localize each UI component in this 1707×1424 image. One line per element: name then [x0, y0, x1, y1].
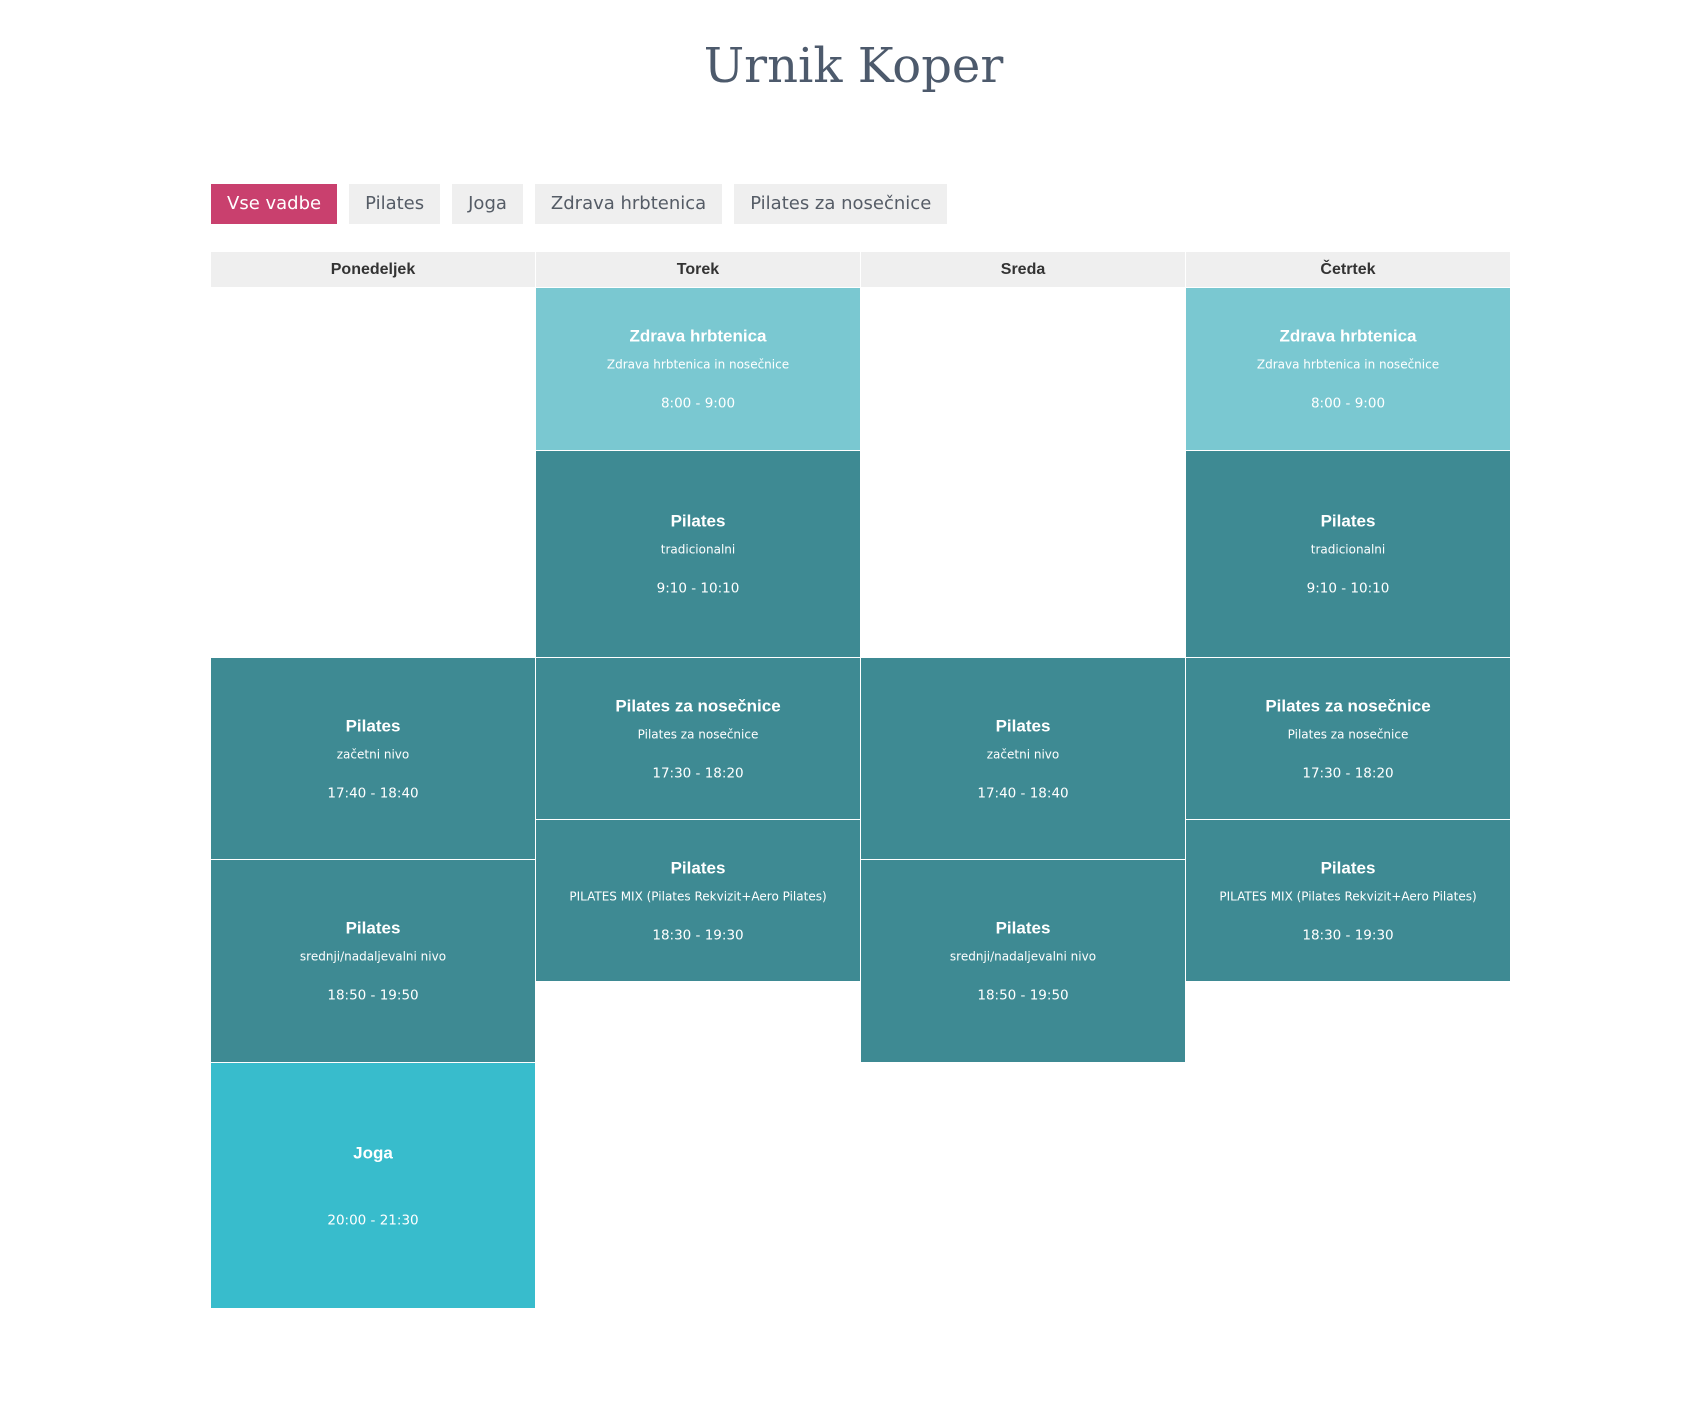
event-title: Pilates	[345, 918, 401, 938]
event-time: 18:30 - 19:30	[652, 927, 744, 943]
event-block[interactable]: Pilates PILATES MIX (Pilates Rekvizit+Ae…	[536, 820, 860, 981]
event-title: Pilates	[1320, 511, 1376, 531]
event-subtitle: srednji/nadaljevalni nivo	[299, 949, 447, 964]
event-block[interactable]: Pilates PILATES MIX (Pilates Rekvizit+Ae…	[1186, 820, 1510, 981]
page-title: Urnik Koper	[703, 38, 1004, 94]
event-subtitle	[211, 1173, 535, 1189]
day-header-cetrtek: Četrtek	[1186, 252, 1510, 287]
event-block[interactable]: Pilates srednji/nadaljevalni nivo 18:50 …	[211, 860, 535, 1062]
event-block[interactable]: Pilates tradicionalni 9:10 - 10:10	[1186, 451, 1510, 657]
event-block[interactable]: Zdrava hrbtenica Zdrava hrbtenica in nos…	[536, 288, 860, 450]
event-block[interactable]: Pilates za nosečnice Pilates za nosečnic…	[536, 658, 860, 819]
event-time: 18:30 - 19:30	[1302, 927, 1394, 943]
event-subtitle: Zdrava hrbtenica in nosečnice	[1256, 357, 1440, 372]
filter-all[interactable]: Vse vadbe	[211, 184, 338, 224]
event-title: Pilates	[1320, 858, 1376, 877]
event-title: Pilates	[670, 858, 726, 877]
event-subtitle: srednji/nadaljevalni nivo	[949, 949, 1097, 964]
event-time: 18:50 - 19:50	[327, 987, 419, 1004]
event-title: Joga	[353, 1143, 393, 1162]
event-subtitle: tradicionalni	[660, 542, 736, 557]
day-header-sreda: Sreda	[861, 252, 1185, 287]
event-block[interactable]: Pilates za nosečnice Pilates za nosečnic…	[1186, 658, 1510, 819]
filter-pilates-za-nosecnice[interactable]: Pilates za nosečnice	[734, 184, 948, 224]
event-time: 17:30 - 18:20	[652, 765, 744, 781]
event-time: 9:10 - 10:10	[1306, 580, 1390, 597]
event-block[interactable]: Pilates začetni nivo 17:40 - 18:40	[861, 658, 1185, 859]
event-time: 17:40 - 18:40	[977, 785, 1069, 801]
event-time: 9:10 - 10:10	[656, 580, 740, 597]
event-time: 18:50 - 19:50	[977, 987, 1069, 1004]
event-time: 17:30 - 18:20	[1302, 765, 1394, 781]
filter-zdrava-hrbtenica[interactable]: Zdrava hrbtenica	[534, 184, 723, 224]
event-block[interactable]: Zdrava hrbtenica Zdrava hrbtenica in nos…	[1186, 288, 1510, 450]
event-subtitle: Pilates za nosečnice	[637, 727, 759, 741]
day-header-ponedeljek: Ponedeljek	[211, 252, 535, 287]
schedule-table: Ponedeljek Torek Sreda Četrtek Pilates z…	[211, 252, 1511, 1308]
event-subtitle: Zdrava hrbtenica in nosečnice	[606, 357, 790, 372]
filter-pilates[interactable]: Pilates	[349, 184, 441, 224]
event-title: Zdrava hrbtenica	[1279, 326, 1417, 346]
event-subtitle: Pilates za nosečnice	[1287, 727, 1409, 741]
event-block[interactable]: Pilates začetni nivo 17:40 - 18:40	[211, 658, 535, 859]
event-title: Pilates	[345, 716, 401, 735]
event-title: Zdrava hrbtenica	[629, 326, 767, 346]
event-subtitle: začetni nivo	[986, 747, 1060, 761]
event-subtitle: tradicionalni	[1310, 542, 1386, 557]
event-block[interactable]: Joga 20:00 - 21:30	[211, 1063, 535, 1308]
event-subtitle: PILATES MIX (Pilates Rekvizit+Aero Pilat…	[569, 889, 827, 903]
event-time: 8:00 - 9:00	[1310, 395, 1386, 412]
day-header-torek: Torek	[536, 252, 860, 287]
filter-bar: Vse vadbe Pilates Joga Zdrava hrbtenica …	[211, 184, 948, 224]
event-block[interactable]: Pilates tradicionalni 9:10 - 10:10	[536, 451, 860, 657]
event-title: Pilates	[995, 918, 1051, 938]
event-time: 20:00 - 21:30	[327, 1212, 419, 1228]
event-title: Pilates	[670, 511, 726, 531]
event-time: 8:00 - 9:00	[660, 395, 736, 412]
event-subtitle: začetni nivo	[336, 747, 410, 761]
day-headers: Ponedeljek Torek Sreda Četrtek	[211, 252, 1511, 287]
event-title: Pilates za nosečnice	[1265, 696, 1431, 715]
event-block[interactable]: Pilates srednji/nadaljevalni nivo 18:50 …	[861, 860, 1185, 1062]
filter-joga[interactable]: Joga	[452, 184, 523, 224]
event-subtitle: PILATES MIX (Pilates Rekvizit+Aero Pilat…	[1219, 889, 1477, 903]
event-title: Pilates	[995, 716, 1051, 735]
event-title: Pilates za nosečnice	[615, 696, 781, 715]
event-time: 17:40 - 18:40	[327, 785, 419, 801]
